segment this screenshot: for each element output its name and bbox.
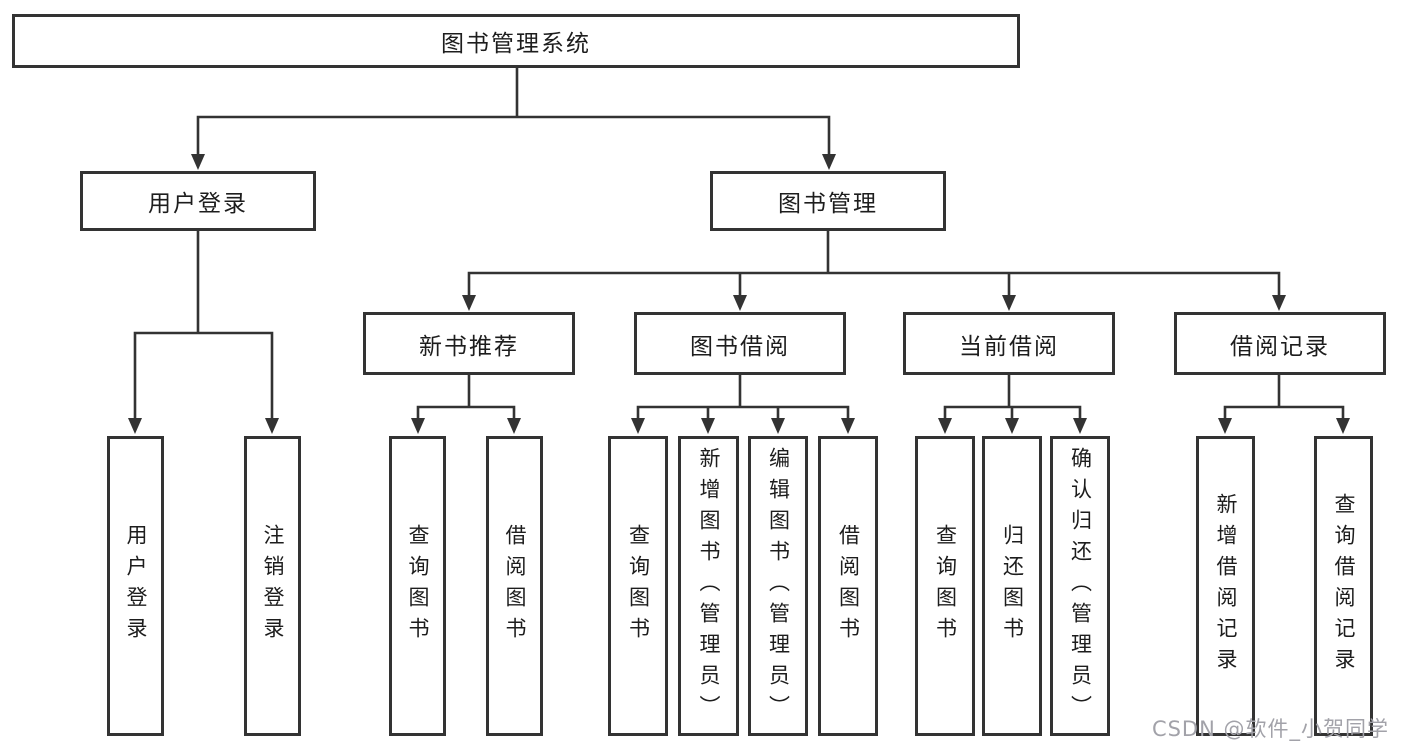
leaf-add-borrow-record: 新增借阅记录 <box>1196 436 1255 736</box>
connector-borrowing-records-to-leaves <box>1218 373 1350 434</box>
node-current-borrowing: 当前借阅 <box>903 312 1115 375</box>
node-library-management-system: 图书管理系统 <box>12 14 1020 68</box>
leaf-query-books-recommend-label: 查询图书 <box>406 524 430 648</box>
leaf-logout-label: 注销登录 <box>261 524 285 648</box>
leaf-query-books-borrowing: 查询图书 <box>608 436 668 736</box>
leaf-confirm-return-admin-label: 确认归还（管理员） <box>1068 446 1093 726</box>
leaf-query-books-current: 查询图书 <box>915 436 975 736</box>
leaf-return-books-label: 归还图书 <box>1000 524 1025 648</box>
watermark-text: CSDN @软件_小贺同学 <box>1151 717 1389 741</box>
node-new-book-recommend: 新书推荐 <box>363 312 575 375</box>
leaf-logout: 注销登录 <box>244 436 301 736</box>
leaf-add-books-admin: 新增图书（管理员） <box>678 436 739 736</box>
node-library-management-system-label: 图书管理系统 <box>441 31 591 57</box>
leaf-user-login-label: 用户登录 <box>124 524 148 648</box>
leaf-edit-books-admin: 编辑图书（管理员） <box>748 436 808 736</box>
leaf-user-login: 用户登录 <box>107 436 164 736</box>
node-user-login-label: 用户登录 <box>148 191 248 217</box>
leaf-return-books: 归还图书 <box>982 436 1042 736</box>
leaf-borrow-books: 借阅图书 <box>818 436 878 736</box>
connector-current-borrowing-to-leaves <box>938 373 1087 434</box>
connector-new-book-recommend-to-leaves <box>411 373 521 434</box>
leaf-query-books-borrowing-label: 查询图书 <box>626 524 651 648</box>
leaf-add-borrow-record-label: 新增借阅记录 <box>1214 493 1238 679</box>
node-borrowing-records: 借阅记录 <box>1174 312 1386 375</box>
node-current-borrowing-label: 当前借阅 <box>959 333 1059 360</box>
node-book-management-label: 图书管理 <box>778 191 878 217</box>
leaf-borrow-books-recommend-label: 借阅图书 <box>503 524 527 648</box>
node-book-borrowing-label: 图书借阅 <box>690 333 790 360</box>
leaf-confirm-return-admin: 确认归还（管理员） <box>1050 436 1110 736</box>
node-user-login: 用户登录 <box>80 171 316 231</box>
leaf-query-borrow-record: 查询借阅记录 <box>1314 436 1373 736</box>
leaf-query-books-recommend: 查询图书 <box>389 436 446 736</box>
leaf-edit-books-admin-label: 编辑图书（管理员） <box>766 446 791 726</box>
leaf-query-borrow-record-label: 查询借阅记录 <box>1332 493 1356 679</box>
leaf-add-books-admin-label: 新增图书（管理员） <box>697 446 721 726</box>
connector-root-to-level2 <box>191 66 836 170</box>
node-book-management: 图书管理 <box>710 171 946 231</box>
leaf-borrow-books-recommend: 借阅图书 <box>486 436 543 736</box>
node-book-borrowing: 图书借阅 <box>634 312 846 375</box>
leaf-borrow-books-label: 借阅图书 <box>836 524 861 648</box>
node-borrowing-records-label: 借阅记录 <box>1230 333 1330 360</box>
connector-book-borrowing-to-leaves <box>631 373 855 434</box>
connector-user-login-to-leaves <box>128 229 279 434</box>
leaf-query-books-current-label: 查询图书 <box>933 524 958 648</box>
connector-book-management-to-level3 <box>462 229 1286 311</box>
node-new-book-recommend-label: 新书推荐 <box>419 333 519 360</box>
